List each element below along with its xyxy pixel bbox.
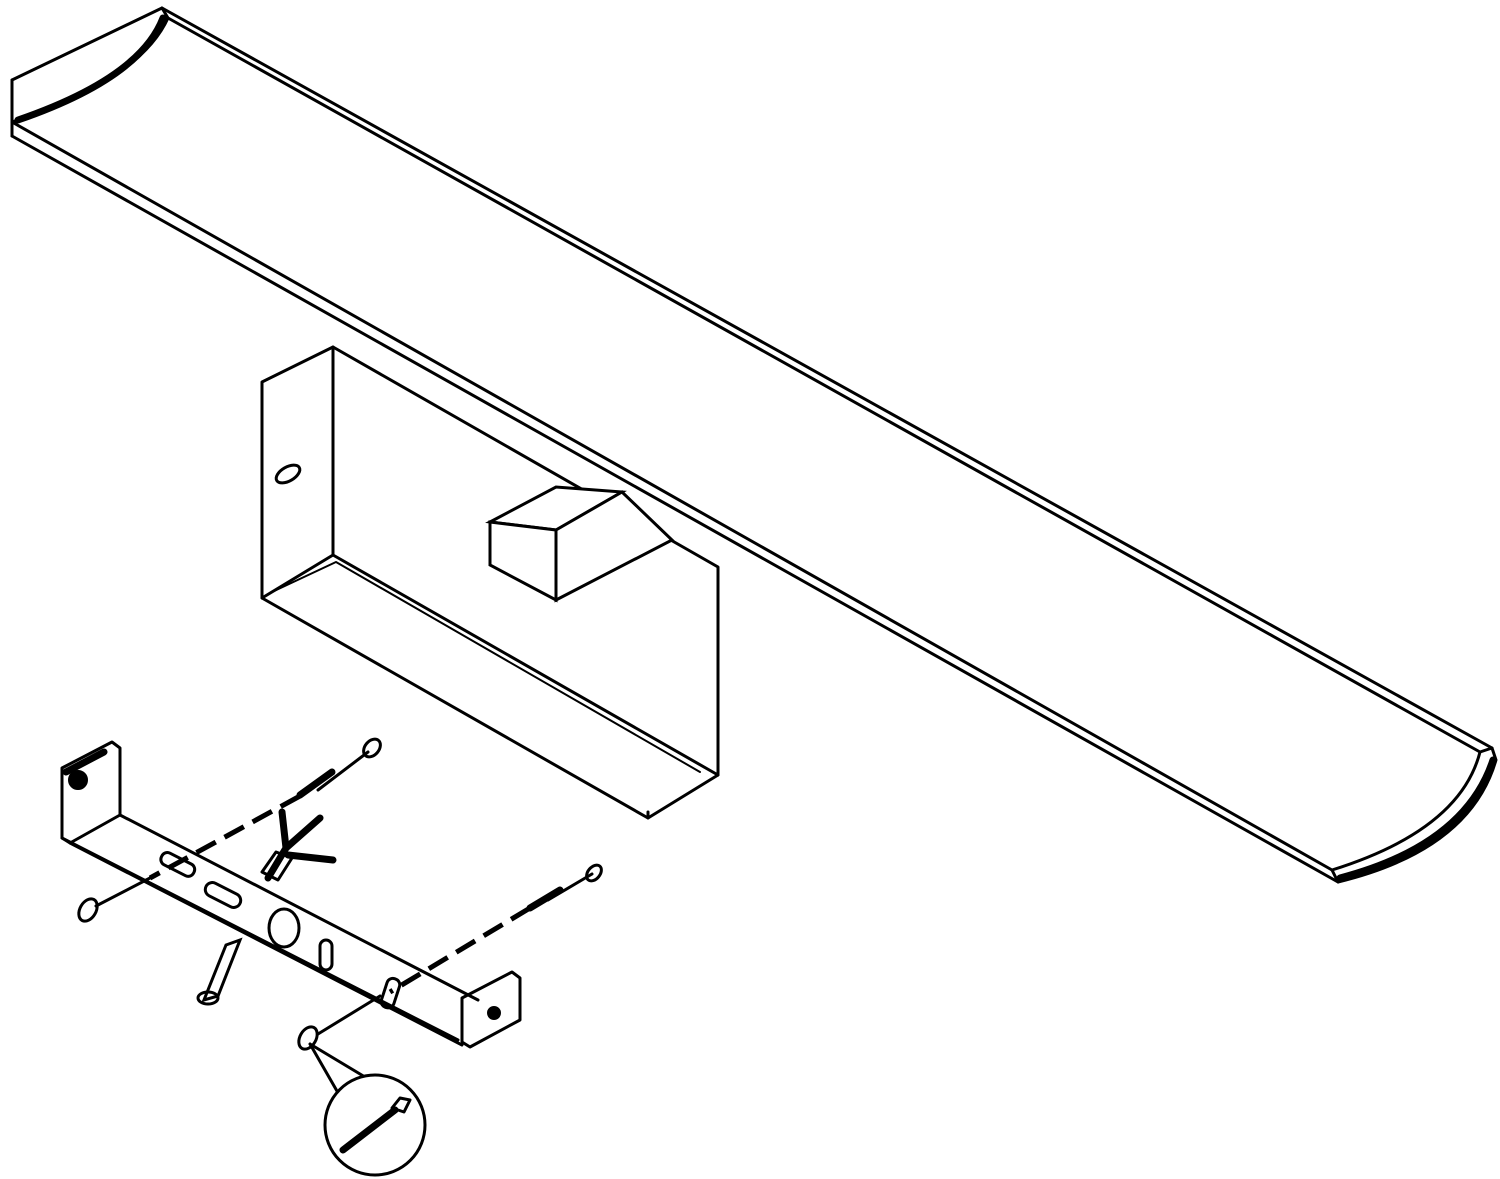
wire-sheath (260, 850, 294, 882)
upper-screw-assembly (77, 737, 382, 923)
mounting-bracket (60, 740, 522, 1049)
torx-detail (308, 1042, 427, 1177)
lamp-top-inner-edge (166, 16, 1482, 754)
lamp-right-end-shade (1336, 756, 1497, 882)
housing-bottom-front (260, 553, 720, 777)
detail-screwdriver (339, 1106, 399, 1154)
lower-wall-plug (526, 886, 564, 912)
wire-main (264, 808, 290, 882)
upper-screw-washer (77, 897, 99, 923)
detail-torx-head (390, 1096, 412, 1114)
bracket-right-tab (460, 970, 522, 1049)
bracket-center-hole (267, 907, 301, 949)
bracket-strip-back (60, 836, 460, 1042)
lower-fixing-line (388, 905, 532, 995)
lamp-top-edge (160, 6, 1494, 750)
arm-front-face (488, 520, 558, 603)
lower-screw-head (585, 863, 603, 883)
bottom-screw-head (196, 990, 220, 1006)
lamp-bar (10, 6, 1498, 884)
upper-screw-shaft (316, 750, 370, 792)
bottom-screw (196, 937, 243, 1006)
connector-arm (485, 485, 675, 603)
bracket-left-tab-shade (62, 748, 108, 776)
wire-branch-2 (284, 851, 337, 864)
lamp-left-end-shade (14, 14, 167, 124)
lower-screw-washer (297, 1025, 319, 1051)
lamp-right-end-cap (1330, 746, 1498, 884)
arm-side-face (554, 490, 675, 603)
power-wires (260, 808, 337, 882)
bracket-slot-vertical (318, 938, 334, 972)
lower-screw-lower-shaft (316, 994, 382, 1036)
lower-screw-assembly (297, 863, 603, 1051)
bracket-strip-top (118, 813, 480, 1002)
upper-screw-lower-shaft (94, 876, 152, 908)
bracket-right-hole (487, 1006, 501, 1020)
lamp-left-end-cap (10, 6, 170, 124)
wall-housing (260, 345, 720, 820)
wire-branch-1 (282, 814, 324, 852)
upper-fixing-line (148, 793, 302, 881)
lamp-bottom-edge (10, 134, 1340, 884)
housing-bottom-inner (271, 561, 701, 773)
housing-screw-slot (274, 463, 302, 485)
bracket-slot-3 (379, 976, 402, 1010)
upper-screw-head (362, 737, 382, 759)
bracket-slot-2 (203, 881, 243, 909)
housing-back-panel (260, 345, 720, 820)
bracket-left-hole (68, 770, 88, 790)
upper-wall-plug (296, 768, 336, 799)
lamp-front-face-top (10, 120, 1334, 872)
